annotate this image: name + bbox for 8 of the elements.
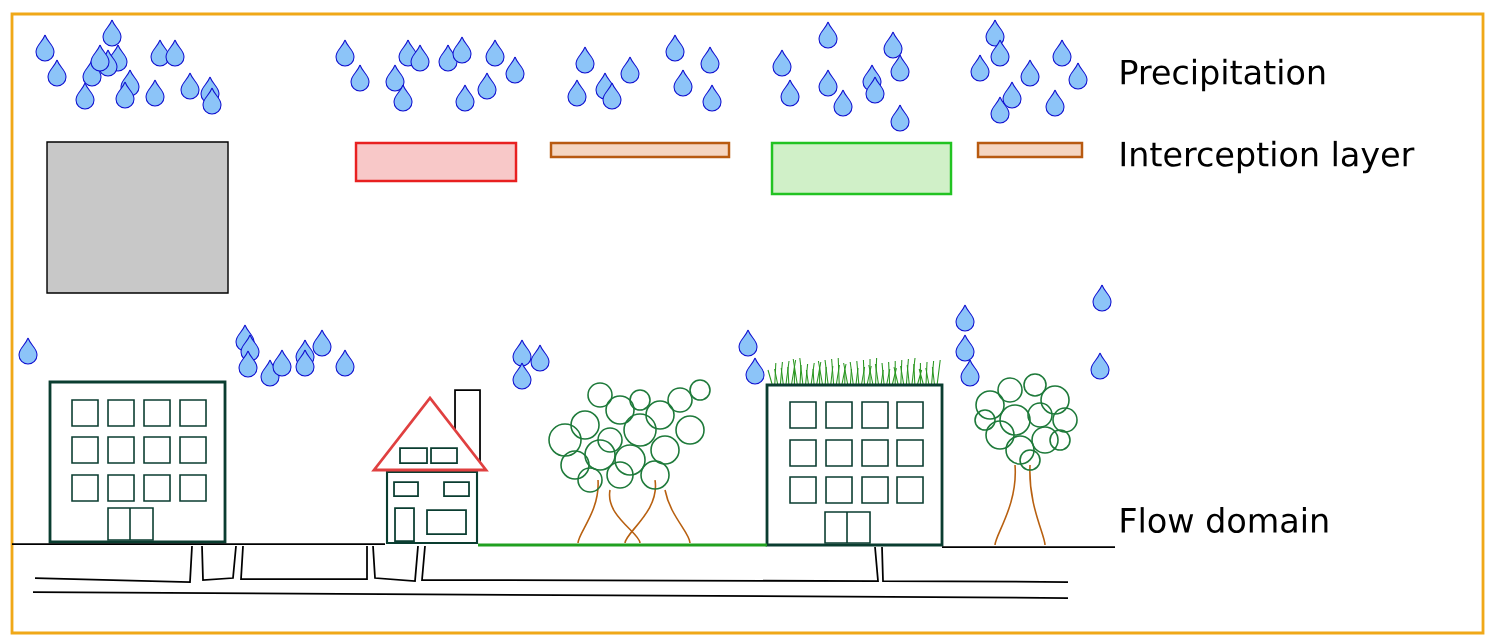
label-text: Flow domain bbox=[1121, 507, 1328, 533]
interception-layer bbox=[354, 141, 518, 183]
interception-layer bbox=[976, 141, 1084, 159]
roof-block bbox=[46, 141, 229, 294]
label-text: Precipitation bbox=[1121, 58, 1325, 92]
interception-layer bbox=[770, 141, 953, 196]
label-text: Interception layer bbox=[1121, 140, 1415, 174]
interception-layer bbox=[549, 141, 731, 159]
